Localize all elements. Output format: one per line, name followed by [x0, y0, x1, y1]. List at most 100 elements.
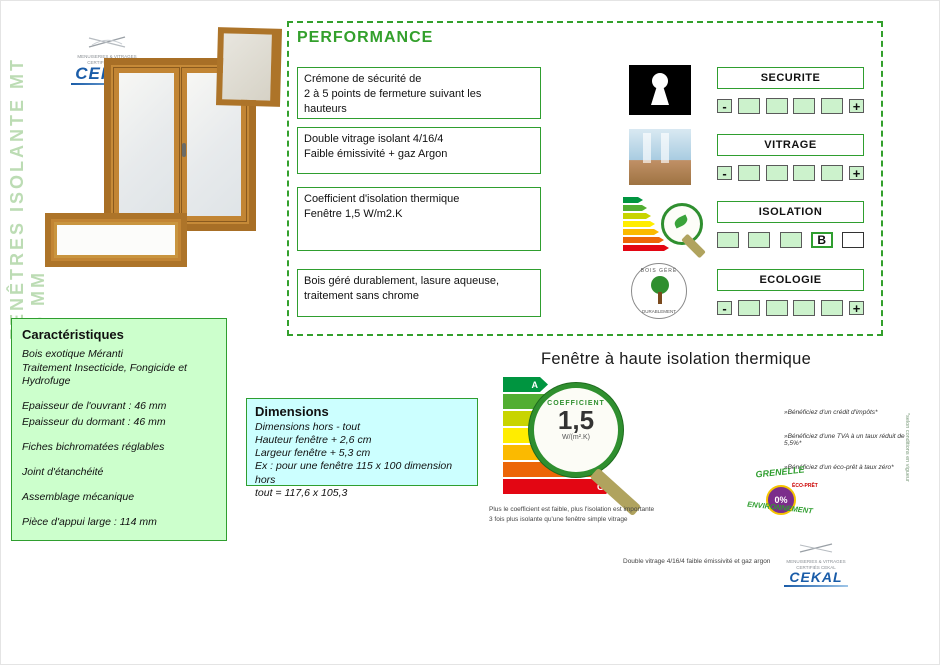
grenelle-environnement-logo: GRENELLE 0% ÉCO-PRÊT ENVIRONNEMENT — [734, 464, 826, 531]
magnifier-coefficient: COEFFICIENT 1,5 W/(m².K) — [529, 383, 623, 477]
rating-ecologie-label: ECOLOGIE — [717, 269, 864, 291]
rating-ecologie-scale: - + — [717, 300, 864, 316]
cekal-tagline: MENUISERIES & VITRAGES CERTIFIÉS CEKAL — [786, 559, 846, 570]
rating-securite: SECURITE - + — [717, 67, 864, 114]
thermal-heading: Fenêtre à haute isolation thermique — [541, 350, 812, 368]
scale-plus: + — [848, 166, 864, 180]
scale-minus: - — [717, 99, 732, 113]
window-left-sash — [113, 67, 180, 222]
grenelle-top-text: GRENELLE — [755, 464, 805, 480]
scale-cell — [737, 300, 760, 316]
benefit-item: »Bénéficiez d'un crédit d'impôts* — [784, 409, 878, 416]
scale-plus: + — [848, 99, 864, 113]
isolation-grade-cell: B — [810, 232, 833, 248]
cekal-wordmark: CEKAL — [789, 569, 843, 586]
keyhole-trapezoid — [651, 86, 669, 105]
performance-panel — [287, 21, 883, 336]
scale-cell — [748, 232, 771, 248]
dimension-line: Dimensions hors - tout — [255, 421, 361, 433]
feature-insulation: Coefficient d'isolation thermique Fenêtr… — [297, 187, 541, 251]
rating-isolation-scale: B — [717, 232, 864, 248]
window-photo-open-sash — [215, 27, 283, 107]
ecology-logo-top-text: BOIS GÉRÉ — [640, 268, 678, 274]
characteristic-line: Joint d'étanchéité — [22, 465, 104, 478]
dimension-line: Largeur fenêtre + 5,3 cm — [255, 447, 371, 460]
rating-isolation-label: ISOLATION — [717, 201, 864, 223]
rating-isolation: ISOLATION B — [717, 201, 864, 248]
scale-cell — [765, 98, 788, 114]
double-glazing-icon — [629, 129, 691, 185]
eco-pret-label: ÉCO-PRÊT — [792, 483, 818, 489]
window-handle-icon — [182, 143, 186, 157]
rating-vitrage-label: VITRAGE — [717, 134, 864, 156]
performance-title: PERFORMANCE — [297, 29, 434, 46]
rating-securite-scale: - + — [717, 98, 864, 114]
characteristic-line: Bois exotique Méranti — [22, 348, 123, 360]
cekal-swoosh-icon — [799, 543, 833, 553]
feature-ecology: Bois géré durablement, lasure aqueuse, t… — [297, 269, 541, 317]
awning-pane — [54, 222, 178, 258]
leaf-icon — [672, 214, 690, 229]
ecology-logo-icon: BOIS GÉRÉ DURABLEMENT — [631, 263, 687, 319]
benefits-list: »Bénéficiez d'un crédit d'impôts* »Bénéf… — [784, 409, 914, 488]
cekal-logo-bottom: MENUISERIES & VITRAGES CERTIFIÉS CEKAL C… — [784, 541, 848, 588]
feature-security: Crémone de sécurité de 2 à 5 points de f… — [297, 67, 541, 119]
tree-icon — [651, 276, 669, 294]
scale-cell — [821, 165, 844, 181]
energy-label-small-icon — [623, 195, 709, 261]
dimensions-panel: Dimensions Dimensions hors - tout Hauteu… — [246, 398, 478, 499]
window-photo-awning — [45, 213, 187, 267]
footnote-vertical: *selon conditions en vigueur — [904, 413, 910, 482]
scale-cell — [765, 300, 788, 316]
benefit-item: »Bénéficiez d'un éco-prêt à taux zéro* — [784, 464, 894, 471]
characteristic-line: Epaisseur du dormant : 46 mm — [22, 415, 166, 428]
characteristics-panel: Caractéristiques Bois exotique Méranti T… — [11, 318, 227, 541]
scale-cell — [737, 98, 760, 114]
characteristic-line: Pièce d'appui large : 114 mm — [22, 516, 157, 528]
characteristic-line: Traitement Insecticide, Fongicide et Hyd… — [22, 362, 187, 388]
benefit-item: »Bénéficiez d'une TVA à un taux réduit d… — [784, 433, 905, 447]
coefficient-note: Plus le coefficient est faible, plus l'i… — [489, 506, 655, 523]
coefficient-unit: W/(m².K) — [562, 434, 590, 442]
scale-cell — [779, 232, 802, 248]
scale-cell — [793, 300, 816, 316]
characteristic-line: Fiches bichromatées réglables — [22, 440, 165, 453]
characteristic-line: Assemblage mécanique — [22, 490, 135, 503]
scale-cell — [793, 165, 816, 181]
rating-vitrage: VITRAGE - + — [717, 134, 864, 181]
scale-plus: + — [848, 301, 864, 315]
scale-cell — [717, 232, 739, 248]
keyhole-icon — [629, 65, 691, 115]
feature-glazing: Double vitrage isolant 4/16/4 Faible émi… — [297, 127, 541, 174]
rating-securite-label: SECURITE — [717, 67, 864, 89]
scale-minus: - — [717, 301, 732, 315]
scale-cell — [821, 300, 844, 316]
dimension-line: Hauteur fenêtre + 2,6 cm — [255, 434, 372, 447]
characteristic-line: Epaisseur de l'ouvrant : 46 mm — [22, 400, 167, 413]
scale-cell — [793, 98, 816, 114]
side-label: FENÊTRES ISOLANTE MT 46 MM — [7, 56, 48, 340]
zero-percent-badge: 0% — [766, 485, 796, 515]
dimensions-title: Dimensions — [255, 404, 329, 419]
scale-minus: - — [717, 166, 732, 180]
rating-vitrage-scale: - + — [717, 165, 864, 181]
coefficient-label: COEFFICIENT — [547, 400, 605, 407]
tree-trunk — [658, 292, 662, 304]
keyhole-circle — [652, 73, 668, 89]
glazing-footer-note: Double vitrage 4/16/4 faible émissivité … — [623, 558, 771, 565]
ecology-logo-bottom-text: DURABLEMENT — [641, 309, 676, 314]
glass-pane-strip — [661, 133, 669, 163]
cekal-underline — [784, 585, 848, 588]
rating-ecologie: ECOLOGIE - + — [717, 269, 864, 316]
cekal-swoosh-icon — [88, 36, 126, 48]
scale-cell — [821, 98, 844, 114]
energy-bars-small — [623, 197, 669, 251]
coefficient-value: 1,5 — [557, 405, 595, 435]
glass-pane-strip — [643, 133, 651, 163]
scale-cell-blank — [842, 232, 864, 248]
scale-cell — [737, 165, 760, 181]
characteristics-title: Caractéristiques — [22, 327, 124, 342]
scale-cell — [765, 165, 788, 181]
energy-bar-a: A — [503, 377, 548, 392]
